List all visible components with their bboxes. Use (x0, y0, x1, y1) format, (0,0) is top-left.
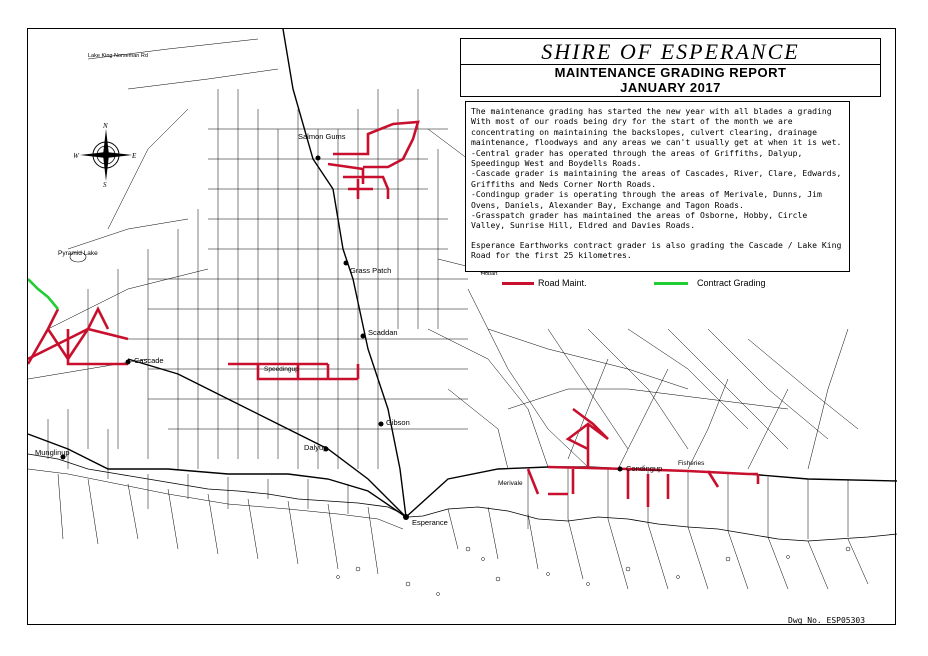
minor-roads (28, 38, 869, 590)
coast-inlet (28, 468, 404, 530)
compass-rose: N S W E (73, 122, 138, 189)
drawing-number: Dwg No. ESP05303 (788, 616, 866, 625)
maintenance-grading-roads (28, 120, 760, 507)
notes-paragraph-3: -Cascade grader is maintaining the areas… (471, 168, 842, 189)
notes-paragraph-2: -Central grader has operated through the… (471, 147, 803, 169)
title-block: SHIRE OF ESPERANCE MAINTENANCE GRADING R… (460, 38, 881, 97)
coastline (28, 453, 897, 542)
town-markers (60, 155, 623, 520)
notes-paragraph-6: Esperance Earthworks contract grader is … (471, 239, 842, 261)
place-gibson: Gibson (386, 418, 410, 427)
map-frame: Salmon Gums Grass Patch Scaddan Cascade … (27, 28, 897, 625)
place-cascade: Cascade (134, 356, 164, 365)
lakes (69, 251, 490, 274)
notes-paragraph-5: -Grasspatch grader has maintained the ar… (471, 210, 808, 231)
place-condingup: Condingup (626, 464, 663, 473)
compass-s: S (103, 181, 107, 187)
compass-n: N (102, 123, 108, 130)
legend-road-maint-swatch (502, 282, 534, 285)
compass-icon: N S W E (73, 122, 137, 189)
legend-road-maint-label: Road Maint. (538, 278, 587, 288)
place-scaddan: Scaddan (368, 328, 398, 337)
place-esperance: Esperance (412, 518, 448, 527)
report-title: MAINTENANCE GRADING REPORT (554, 65, 787, 80)
road-merivale: Merivale (498, 480, 523, 487)
place-grass-patch: Grass Patch (350, 266, 392, 275)
place-salmon-gums: Salmon Gums (298, 132, 346, 141)
place-dalyup: Dalyup (304, 443, 328, 452)
report-date: JANUARY 2017 (620, 80, 721, 95)
compass-w: W (74, 152, 80, 160)
legend-contract-label: Contract Grading (697, 278, 766, 288)
road-map (28, 29, 897, 596)
compass-e: E (131, 152, 137, 160)
legend-contract-swatch (654, 282, 688, 285)
islands (336, 546, 851, 596)
contract-grading-road (28, 278, 59, 310)
road-lake-king-norseman: Lake King Norseman Rd (88, 53, 148, 59)
road-fisheries: Fisheries (678, 460, 705, 467)
notes-paragraph-4: -Condingup grader is operating through t… (471, 189, 822, 210)
shire-title: SHIRE OF ESPERANCE (461, 39, 880, 65)
report-notes: The maintenance grading has started the … (465, 101, 850, 272)
notes-paragraph-1: The maintenance grading has started the … (471, 106, 842, 148)
road-speedingup: Speedingup (264, 366, 299, 373)
place-munglinup: Munglinup (35, 448, 70, 457)
place-pyramid-lake: Pyramid Lake (58, 250, 98, 257)
